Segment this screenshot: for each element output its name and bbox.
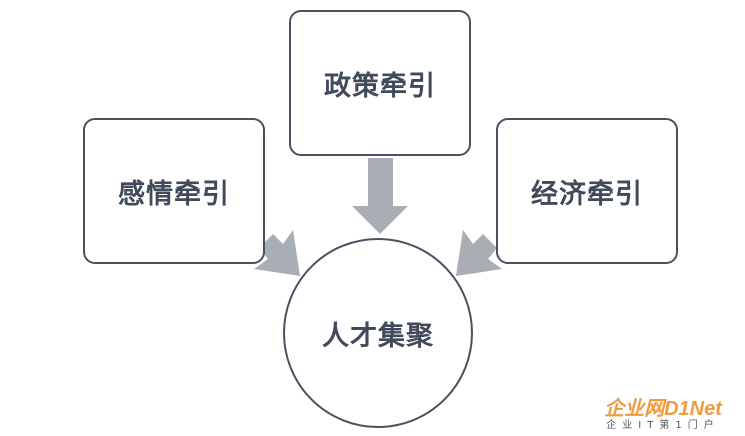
arrow-economy-to-center [456,230,502,276]
node-economy: 经济牵引 [496,118,678,264]
node-emotion-label: 感情牵引 [118,178,230,210]
node-center-label: 人才集聚 [322,320,434,352]
node-policy-label: 政策牵引 [324,70,436,102]
node-center: 人才集聚 [283,238,473,428]
node-emotion: 感情牵引 [83,118,265,264]
arrow-emotion-to-center [254,230,300,276]
arrow-policy-to-center [352,158,408,234]
watermark-subtitle: 企业IT第1门户 [606,420,720,431]
watermark-title: 企业网D1Net [604,398,722,420]
node-economy-label: 经济牵引 [531,178,643,210]
node-policy: 政策牵引 [289,10,471,156]
watermark-logo: 企业网D1Net 企业IT第1门户 [584,392,742,432]
